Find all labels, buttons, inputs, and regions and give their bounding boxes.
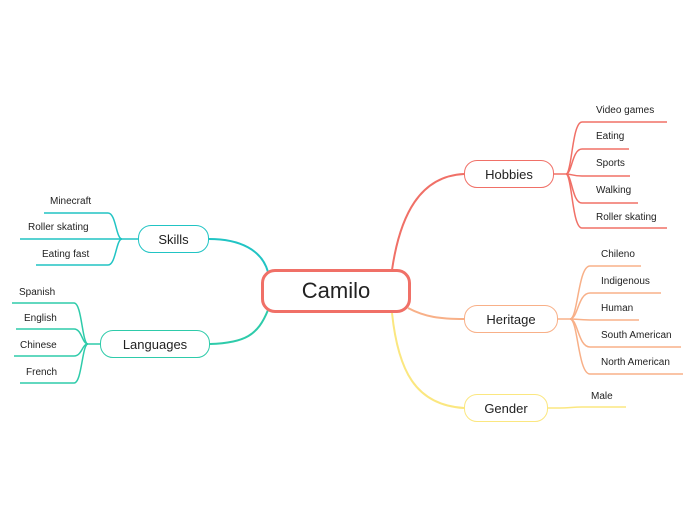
leaf-hobbies-walking[interactable]: Walking bbox=[596, 185, 632, 196]
branch-hobbies[interactable]: Hobbies bbox=[464, 160, 554, 188]
leaf-languages-french[interactable]: French bbox=[26, 367, 58, 378]
leaf-hobbies-eating[interactable]: Eating bbox=[596, 131, 625, 142]
leaf-heritage-north-american[interactable]: North American bbox=[601, 357, 670, 368]
heritage-connectors bbox=[407, 265, 683, 375]
branch-skills-label: Skills bbox=[158, 231, 189, 247]
leaf-gender-male[interactable]: Male bbox=[591, 391, 613, 402]
leaf-languages-chinese[interactable]: Chinese bbox=[20, 340, 57, 351]
branch-heritage[interactable]: Heritage bbox=[464, 305, 558, 333]
branch-gender[interactable]: Gender bbox=[464, 394, 548, 422]
leaf-skills-roller-skating[interactable]: Roller skating bbox=[28, 222, 89, 233]
branch-languages-label: Languages bbox=[122, 336, 188, 352]
branch-skills[interactable]: Skills bbox=[138, 225, 209, 253]
leaf-languages-spanish[interactable]: Spanish bbox=[19, 287, 56, 298]
central-topic-label: Camilo bbox=[301, 278, 371, 303]
hobbies-connectors bbox=[391, 121, 667, 271]
branch-hobbies-label: Hobbies bbox=[485, 166, 533, 182]
branch-gender-label: Gender bbox=[484, 400, 528, 416]
leaf-languages-english[interactable]: English bbox=[24, 313, 57, 324]
branch-heritage-label: Heritage bbox=[486, 311, 536, 327]
skills-connectors bbox=[20, 212, 269, 273]
languages-connectors bbox=[12, 302, 269, 384]
leaf-skills-minecraft[interactable]: Minecraft bbox=[50, 196, 92, 207]
leaf-heritage-human[interactable]: Human bbox=[601, 303, 634, 314]
leaf-heritage-south-american[interactable]: South American bbox=[601, 330, 672, 341]
leaf-heritage-indigenous[interactable]: Indigenous bbox=[601, 276, 650, 287]
leaf-skills-eating-fast[interactable]: Eating fast bbox=[42, 249, 90, 260]
leaf-hobbies-sports[interactable]: Sports bbox=[596, 158, 625, 169]
leaf-hobbies-roller-skating[interactable]: Roller skating bbox=[596, 212, 657, 223]
branch-languages[interactable]: Languages bbox=[100, 330, 210, 358]
leaf-hobbies-video-games[interactable]: Video games bbox=[596, 105, 655, 116]
gender-connectors bbox=[391, 312, 626, 409]
central-topic[interactable]: Camilo bbox=[261, 269, 411, 313]
leaf-heritage-chileno[interactable]: Chileno bbox=[601, 249, 635, 260]
